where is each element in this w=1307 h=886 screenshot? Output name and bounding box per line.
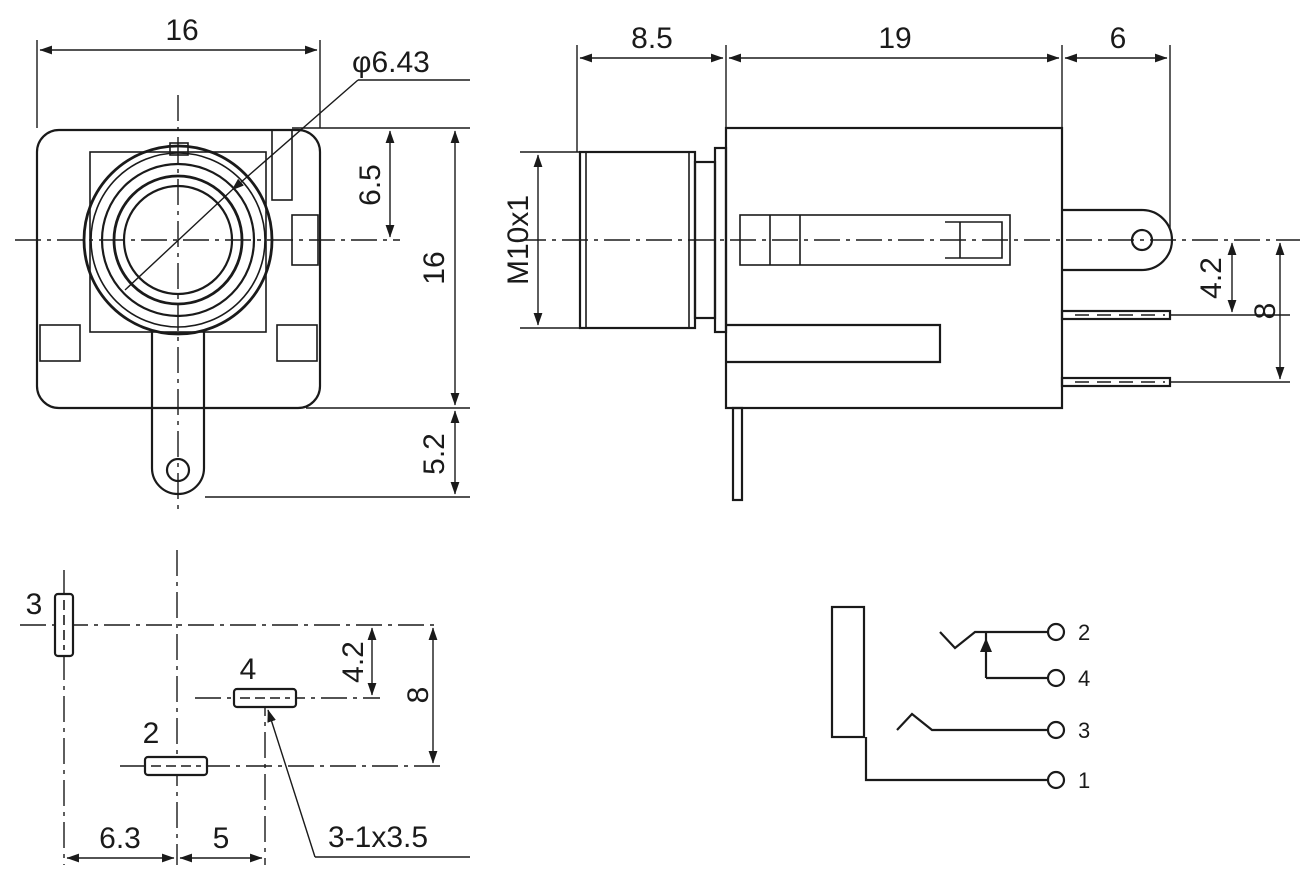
footprint-offset-label: 4.2: [337, 641, 370, 683]
terminal-label-4: 4: [1078, 666, 1090, 691]
pad-label-2: 2: [143, 717, 160, 750]
latch-slot: [271, 129, 293, 201]
nut-length-label: 8.5: [631, 22, 673, 55]
front-view: 16 φ6.43 6.5 16 5.2: [15, 14, 470, 512]
terminal-label-2: 2: [1078, 620, 1090, 645]
front-width-label: 16: [165, 14, 198, 47]
pad-label-4: 4: [240, 653, 257, 686]
corner-slot: [276, 324, 318, 362]
terminal-2-node: [1046, 622, 1066, 642]
footprint-spacing-label: 8: [402, 687, 435, 704]
side-view: 8.5 19 6 M10x1: [502, 22, 1300, 502]
hole-spec-label: 3-1x3.5: [328, 821, 428, 854]
diameter-leader: [231, 79, 359, 191]
tab-length-label: 6: [1110, 22, 1127, 55]
offset-label: 6.5: [354, 164, 387, 206]
terminal-3-contact: [896, 712, 1048, 732]
pcb-footprint: 3 4 2 4.2 8 6.3 5 3-1x3.5: [20, 550, 470, 865]
terminal-label-1: 1: [1078, 768, 1090, 793]
height-label: 16: [418, 251, 451, 284]
corner-slot: [39, 324, 81, 362]
footprint-right-label: 5: [213, 822, 230, 855]
body-length-label: 19: [878, 22, 911, 55]
pin-spacing-label: 8: [1249, 303, 1282, 320]
key-notch: [169, 142, 189, 156]
terminal-4-node: [1046, 668, 1066, 688]
pad-label-3: 3: [26, 588, 43, 621]
footprint-left-label: 6.3: [99, 822, 141, 855]
tab-label: 5.2: [418, 433, 451, 475]
sleeve-bar: [830, 605, 866, 739]
terminal-2-contact: [939, 630, 1048, 650]
terminal-1-node: [1046, 770, 1066, 790]
terminal-1-wire: [864, 737, 1048, 782]
terminal-label-3: 3: [1078, 718, 1090, 743]
bottom-pin: [731, 406, 744, 502]
diameter-label: φ6.43: [352, 46, 430, 79]
terminal-3-node: [1046, 720, 1066, 740]
switch-arrow: [980, 638, 992, 652]
switch-spring: [726, 323, 942, 364]
pin-offset-label: 4.2: [1195, 257, 1228, 299]
schematic-symbol: 2 4 3 1: [830, 605, 1090, 793]
hole-spec-leader: [267, 709, 316, 858]
side-body: [724, 126, 1064, 410]
